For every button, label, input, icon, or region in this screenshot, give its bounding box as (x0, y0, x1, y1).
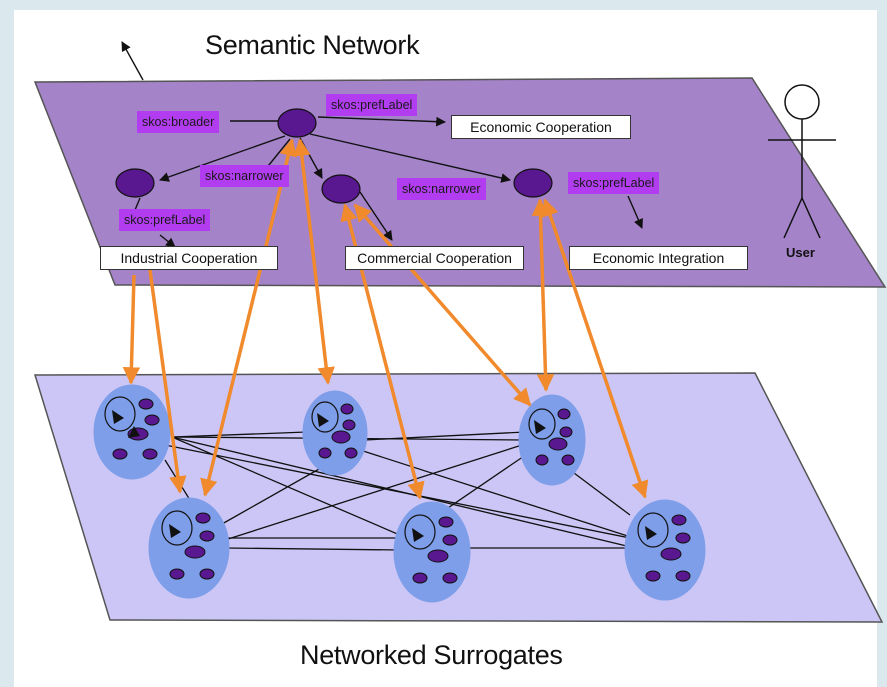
node-economic-integration (513, 168, 553, 198)
semantic-network-title: Semantic Network (205, 30, 420, 60)
cluster-2 (302, 390, 368, 476)
frame-top (0, 0, 887, 10)
cluster-4 (148, 497, 230, 599)
label-preflabel: skos:prefLabel (326, 94, 418, 116)
mapping-arrows (122, 138, 649, 500)
cluster-6 (624, 499, 706, 601)
label-narrower: skos:narrower (200, 165, 289, 187)
user-label: User (786, 245, 815, 260)
label-preflabel: skos:prefLabel (119, 209, 211, 231)
concept-economic-integration: Economic Integration (569, 246, 748, 270)
user-figure (768, 84, 836, 239)
node-economic-cooperation (277, 108, 317, 138)
cluster-5 (393, 501, 471, 603)
cluster-3 (518, 394, 586, 486)
node-commercial-cooperation (321, 174, 361, 204)
concept-commercial-cooperation: Commercial Cooperation (345, 246, 524, 270)
concept-economic-cooperation: Economic Cooperation (451, 115, 631, 139)
concept-industrial-cooperation: Industrial Cooperation (100, 246, 278, 270)
node-industrial-cooperation (115, 168, 155, 198)
networked-surrogates-title: Networked Surrogates (300, 640, 563, 670)
label-preflabel: skos:prefLabel (568, 172, 660, 194)
label-narrower: skos:narrower (397, 178, 486, 200)
label-broader: skos:broader (137, 111, 220, 133)
frame-left (0, 0, 14, 687)
frame-right (877, 0, 887, 687)
cluster-1 (93, 384, 171, 480)
